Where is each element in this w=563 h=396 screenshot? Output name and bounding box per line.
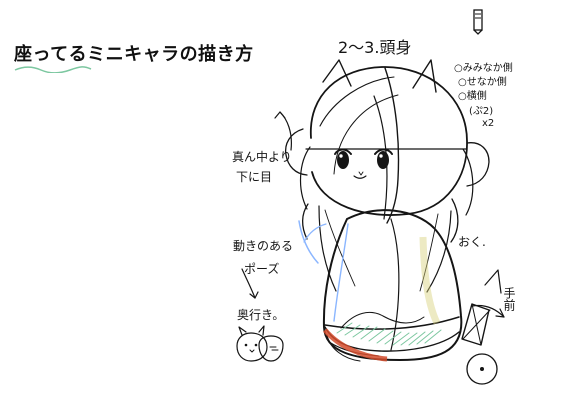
side-note-5: x2 <box>482 118 495 129</box>
side-note-4: (ぷ2) <box>469 106 494 117</box>
page-title: 座ってるミニキャラの描き方 <box>14 44 254 65</box>
depth-note: おく. <box>458 235 486 249</box>
sketch-drawing <box>236 59 505 385</box>
title-underline-decoration <box>14 66 92 73</box>
gesture-note-1: 動きのある <box>233 239 294 253</box>
eye-position-note-2: 下に目 <box>236 170 273 184</box>
proportion-note: 2〜3.頭身 <box>338 38 412 57</box>
character-sketch <box>236 59 505 385</box>
side-note-1: ○みみなか側 <box>454 63 513 74</box>
gesture-note-3: 奥行き。 <box>237 308 285 322</box>
side-note-2: ○せなか側 <box>458 77 507 88</box>
cat-face-icon <box>258 335 284 362</box>
gesture-note-2: ポーズ <box>244 262 280 276</box>
front-note: 手前 <box>502 287 516 311</box>
pencil-icon <box>473 9 483 35</box>
eye-position-note-1: 真ん中より <box>232 150 292 164</box>
side-note-3: ○横側 <box>458 91 487 102</box>
